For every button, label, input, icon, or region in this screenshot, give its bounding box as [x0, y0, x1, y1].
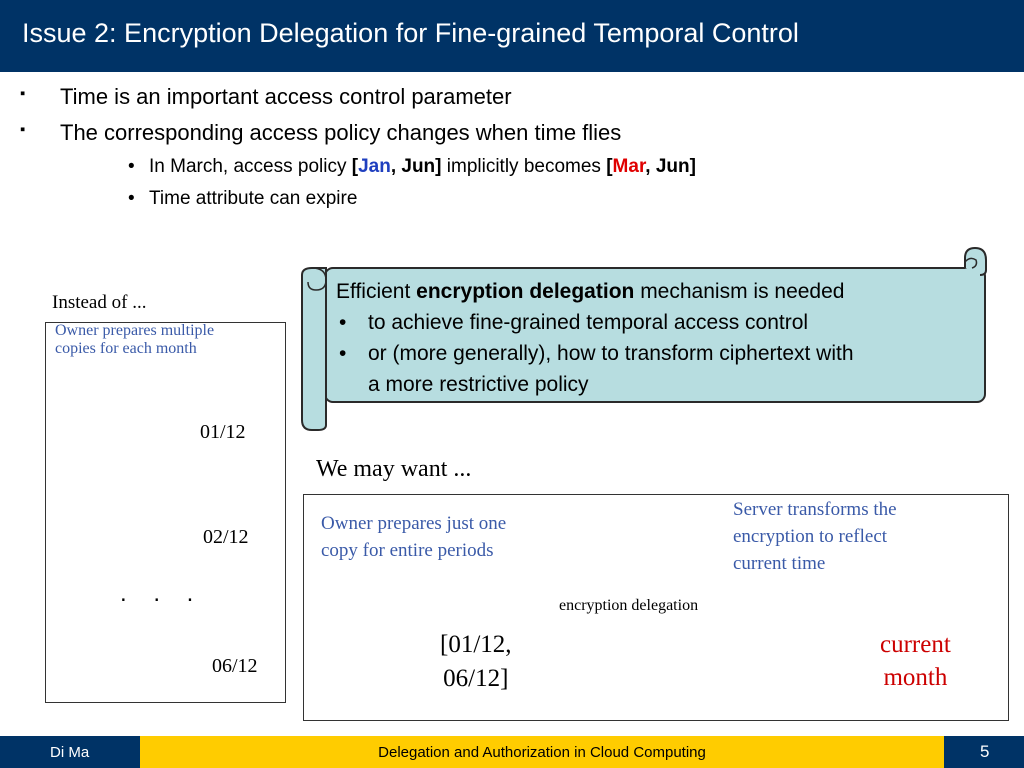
left-figure-heading: Instead of ...	[52, 292, 147, 313]
bullet-text: The corresponding access policy changes …	[60, 120, 622, 145]
footer-author: Di Ma	[50, 744, 90, 761]
callout-scroll	[301, 246, 987, 431]
footer-page-cell: 5	[944, 736, 1024, 768]
square-bullet-icon: ▪	[20, 85, 26, 102]
left-figure-box	[45, 322, 286, 703]
callout-heading: Efficient encryption delegation mechanis…	[336, 280, 845, 303]
ellipsis: . . .	[120, 580, 204, 607]
square-bullet-icon: ▪	[20, 121, 26, 138]
owner-caption: Owner prepares just one copy for entire …	[321, 513, 507, 561]
left-figure-caption: Owner prepares multiple copies for each …	[55, 322, 215, 357]
footer-title: Delegation and Authorization in Cloud Co…	[378, 744, 706, 761]
footer-title-cell: Delegation and Authorization in Cloud Co…	[140, 736, 944, 768]
date-label: 06/12	[212, 655, 258, 677]
date-label: 01/12	[200, 421, 246, 443]
policy-month-mar: Mar	[612, 156, 646, 177]
right-figure-heading: We may want ...	[316, 456, 472, 482]
policy-month-jan: Jan	[358, 156, 391, 177]
time-range-label: [01/12, 06/12]	[440, 631, 512, 692]
current-month-label: current month	[880, 631, 951, 691]
right-figure-box	[303, 494, 1009, 721]
title-bar: Issue 2: Encryption Delegation for Fine-…	[0, 0, 1024, 72]
footer-bar: Di Ma Delegation and Authorization in Cl…	[0, 736, 1024, 768]
callout-item-continuation: a more restrictive policy	[368, 373, 589, 396]
bullet-text: Time is an important access control para…	[60, 84, 512, 109]
page-number: 5	[980, 742, 990, 761]
round-bullet-icon: •	[128, 156, 135, 177]
sub-bullet-text: In March, access policy [Jan, Jun] impli…	[149, 156, 696, 177]
round-bullet-icon: •	[128, 188, 135, 209]
slide-title: Issue 2: Encryption Delegation for Fine-…	[22, 18, 799, 48]
date-label: 02/12	[203, 526, 249, 548]
sub-bullet-text: Time attribute can expire	[149, 188, 358, 209]
footer-author-cell: Di Ma	[0, 736, 140, 768]
server-caption: Server transforms the encryption to refl…	[733, 499, 897, 574]
arrow-label: encryption delegation	[559, 597, 699, 614]
